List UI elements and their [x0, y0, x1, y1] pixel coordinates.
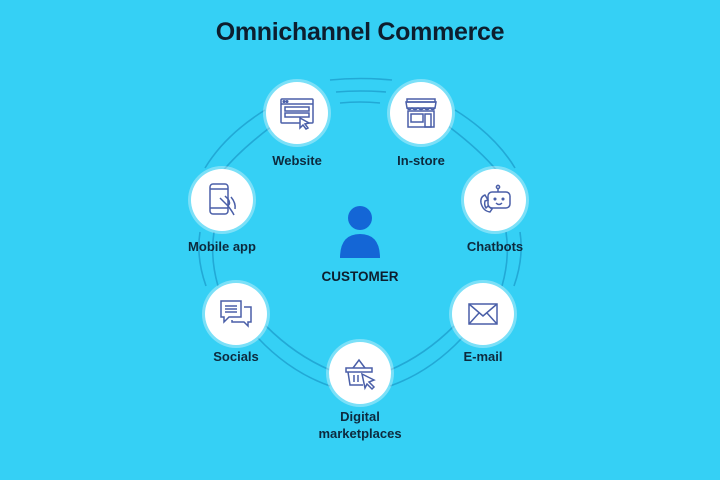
- envelope-icon: [468, 303, 498, 325]
- channel-label-in-store: In-store: [397, 153, 445, 168]
- chat-bubbles-icon: [220, 300, 252, 328]
- channel-label-e-mail: E-mail: [463, 349, 503, 364]
- person-icon: [340, 206, 380, 258]
- channel-label-line2: marketplaces: [318, 426, 402, 441]
- channel-website: [266, 82, 328, 144]
- customer-label: CUSTOMER: [321, 269, 399, 284]
- channel-label-chatbots: Chatbots: [466, 239, 524, 254]
- browser-window-icon: [280, 98, 314, 130]
- storefront-icon: [405, 98, 437, 128]
- smartphone-hand-icon: [209, 183, 236, 216]
- channel-digital-marketplaces: [329, 342, 391, 404]
- channel-label-socials: Socials: [213, 349, 259, 364]
- channel-in-store: [390, 82, 452, 144]
- channel-label-digital-marketplaces: Digital marketplaces: [290, 408, 430, 442]
- channel-label-line1: Digital: [340, 409, 380, 424]
- diagram-title: Omnichannel Commerce: [215, 18, 505, 46]
- chatbot-phone-icon: [480, 184, 511, 213]
- channel-label-mobile-app: Mobile app: [188, 239, 256, 254]
- channel-e-mail: [452, 283, 514, 345]
- channel-socials: [205, 283, 267, 345]
- channel-mobile-app: [191, 169, 253, 231]
- channel-chatbots: [464, 169, 526, 231]
- shopping-basket-cursor-icon: [345, 358, 376, 391]
- channel-label-website: Website: [272, 153, 322, 168]
